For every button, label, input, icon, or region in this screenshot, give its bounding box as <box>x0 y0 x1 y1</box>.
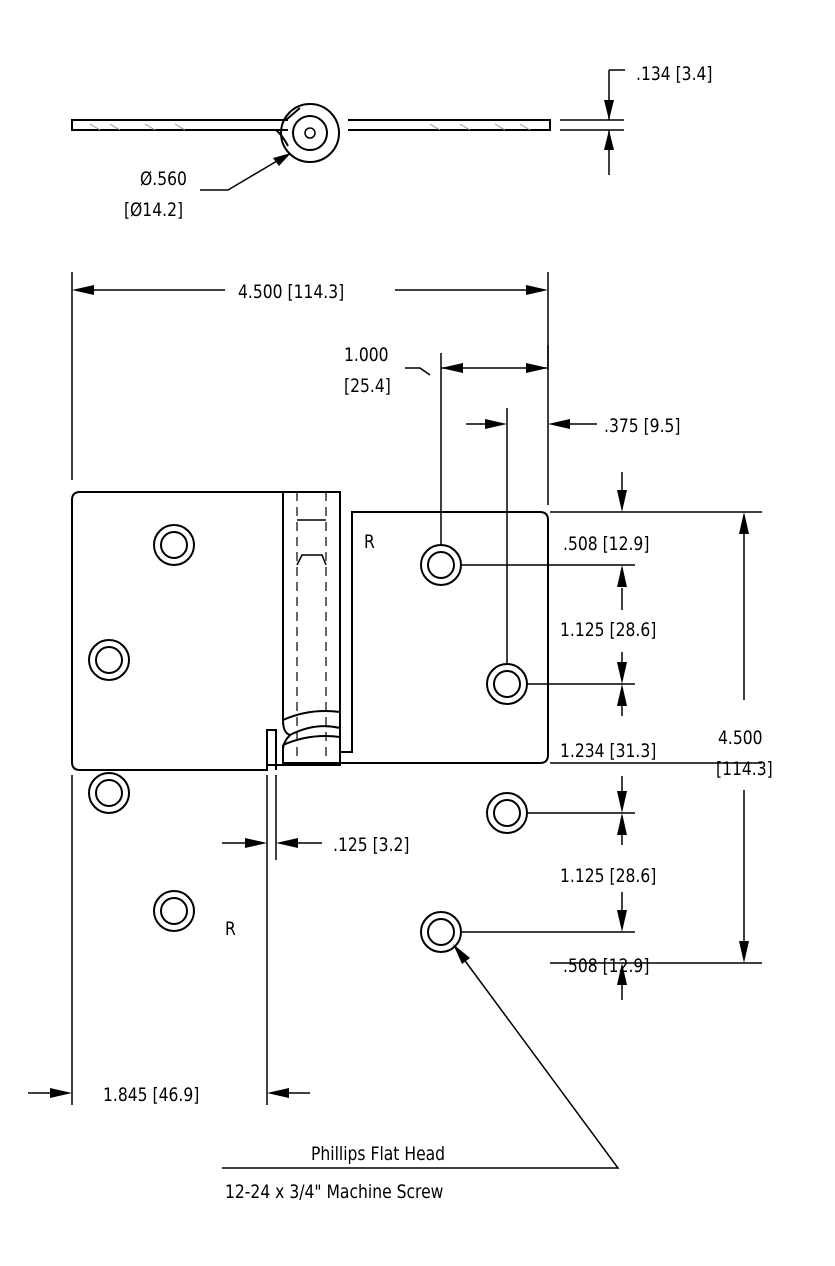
top-view <box>71 103 551 163</box>
front-view-fixups <box>283 763 341 766</box>
thickness-label: .134 [3.4] <box>636 64 713 86</box>
height-mm: [114.3] <box>716 759 773 781</box>
overall-width-dimension: 4.500 [114.3] <box>71 272 549 505</box>
screw-hole-inner <box>95 646 123 674</box>
top-margin-label: .508 [12.9] <box>563 534 649 556</box>
hole-offset-mm: [25.4] <box>344 376 391 398</box>
screw-hole <box>88 639 130 681</box>
knuckle-diameter-in: Ø.560 <box>140 169 187 191</box>
knuckle-diameter-mm: [Ø14.2] <box>124 200 183 222</box>
overall-width-label: 4.500 [114.3] <box>238 282 344 304</box>
height-in: 4.500 <box>718 728 763 750</box>
screw-note-line1: Phillips Flat Head <box>311 1144 445 1166</box>
screw-hole <box>153 890 195 932</box>
right-leaf-holes <box>420 544 528 953</box>
screw-callout: Phillips Flat Head 12-24 x 3/4" Machine … <box>222 944 620 1204</box>
knuckle-outline <box>280 103 340 163</box>
gap-dimension: .125 [3.2] <box>222 775 410 1105</box>
left-leaf-mark: R <box>225 919 236 941</box>
screw-hole-inner <box>493 670 521 698</box>
screw-hole-inner <box>493 799 521 827</box>
bottom-margin-label: .508 [12.9] <box>563 956 649 978</box>
hole-offset-in: 1.000 <box>344 345 389 367</box>
screw-hole-inner <box>160 531 188 559</box>
knuckle-diameter-callout: Ø.560 [Ø14.2] <box>124 153 291 221</box>
spacing-2-label: 1.234 [31.3] <box>560 741 656 763</box>
left-leaf-holes <box>88 524 195 932</box>
front-view: R R <box>71 491 549 953</box>
overall-height-dimension: 4.500 [114.3] <box>550 512 773 964</box>
knuckle-bore <box>292 115 328 151</box>
gap-notch <box>266 729 277 770</box>
screw-hole-inner <box>95 779 123 807</box>
vertical-chain-dimensions: .508 [12.9] 1.125 [28.6] 1.234 [31.3] 1.… <box>461 472 762 1000</box>
gap-label: .125 [3.2] <box>333 835 410 857</box>
screw-hole-inner <box>160 897 188 925</box>
screw-hole-inner <box>427 918 455 946</box>
thickness-dimension: .134 [3.4] <box>560 64 713 175</box>
hinge-barrel <box>282 491 352 765</box>
leaf-width-dimension: 1.845 [46.9] <box>28 775 310 1106</box>
edge-offset-label: .375 [9.5] <box>604 416 681 438</box>
leaf-width-label: 1.845 [46.9] <box>103 1085 199 1107</box>
screw-hole-inner <box>427 551 455 579</box>
spacing-3-label: 1.125 [28.6] <box>560 866 656 888</box>
right-leaf-mark: R <box>364 532 375 554</box>
screw-note-line2: 12-24 x 3/4" Machine Screw <box>225 1182 443 1204</box>
pin-center <box>304 127 316 139</box>
screw-hole <box>88 772 130 814</box>
right-leaf <box>339 510 549 764</box>
screw-hole <box>153 524 195 566</box>
spacing-1-label: 1.125 [28.6] <box>560 620 656 642</box>
hole-offset-dimension: 1.000 [25.4] <box>344 345 549 545</box>
edge-offset-dimension: .375 [9.5] <box>466 408 681 664</box>
